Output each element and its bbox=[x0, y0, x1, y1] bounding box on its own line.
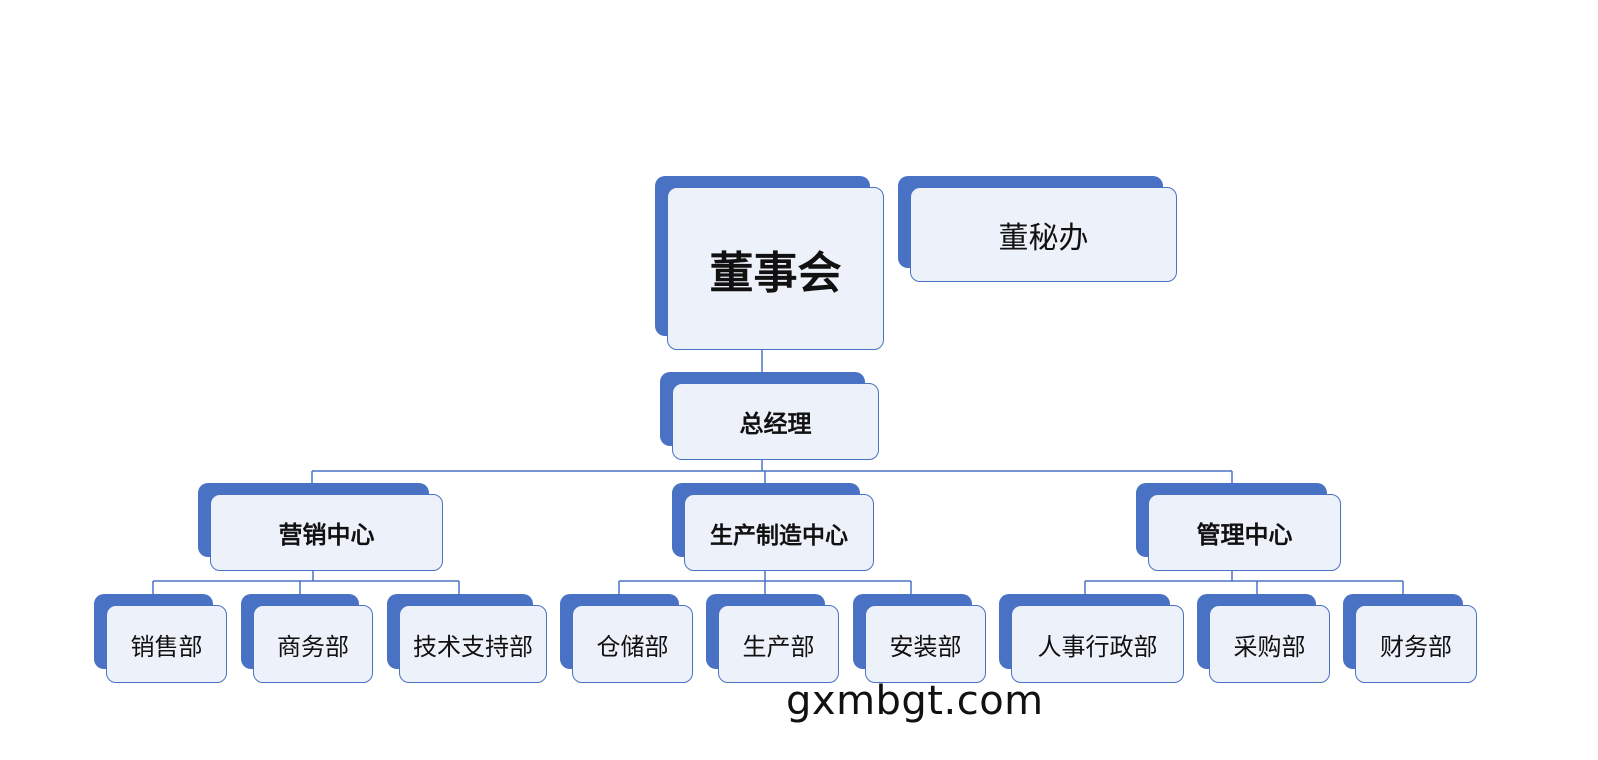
node-finance-label: 财务部 bbox=[1355, 605, 1477, 683]
node-management-label: 管理中心 bbox=[1148, 494, 1341, 571]
node-management: 管理中心 bbox=[1136, 483, 1341, 571]
node-sales: 销售部 bbox=[94, 594, 227, 683]
node-secretary: 董秘办 bbox=[898, 176, 1177, 282]
watermark-text: gxmbgt.com bbox=[786, 678, 1044, 724]
node-marketing: 营销中心 bbox=[198, 483, 443, 571]
node-marketing-label: 营销中心 bbox=[210, 494, 443, 571]
node-hr-admin: 人事行政部 bbox=[999, 594, 1184, 683]
node-manufacturing: 生产部 bbox=[706, 594, 839, 683]
node-secretary-label: 董秘办 bbox=[910, 187, 1177, 282]
node-hr-admin-label: 人事行政部 bbox=[1011, 605, 1184, 683]
node-sales-label: 销售部 bbox=[106, 605, 227, 683]
node-warehouse: 仓储部 bbox=[560, 594, 693, 683]
node-board: 董事会 bbox=[655, 176, 884, 350]
node-tech-support-label: 技术支持部 bbox=[399, 605, 547, 683]
node-gm-label: 总经理 bbox=[672, 383, 879, 460]
node-installation: 安装部 bbox=[853, 594, 986, 683]
node-finance: 财务部 bbox=[1343, 594, 1477, 683]
node-production-label: 生产制造中心 bbox=[684, 494, 874, 571]
node-business: 商务部 bbox=[241, 594, 373, 683]
node-tech-support: 技术支持部 bbox=[387, 594, 547, 683]
node-installation-label: 安装部 bbox=[865, 605, 986, 683]
node-business-label: 商务部 bbox=[253, 605, 373, 683]
node-production: 生产制造中心 bbox=[672, 483, 874, 571]
node-warehouse-label: 仓储部 bbox=[572, 605, 693, 683]
node-purchasing-label: 采购部 bbox=[1209, 605, 1330, 683]
node-board-label: 董事会 bbox=[667, 187, 884, 350]
node-gm: 总经理 bbox=[660, 372, 879, 460]
node-purchasing: 采购部 bbox=[1197, 594, 1330, 683]
node-manufacturing-label: 生产部 bbox=[718, 605, 839, 683]
